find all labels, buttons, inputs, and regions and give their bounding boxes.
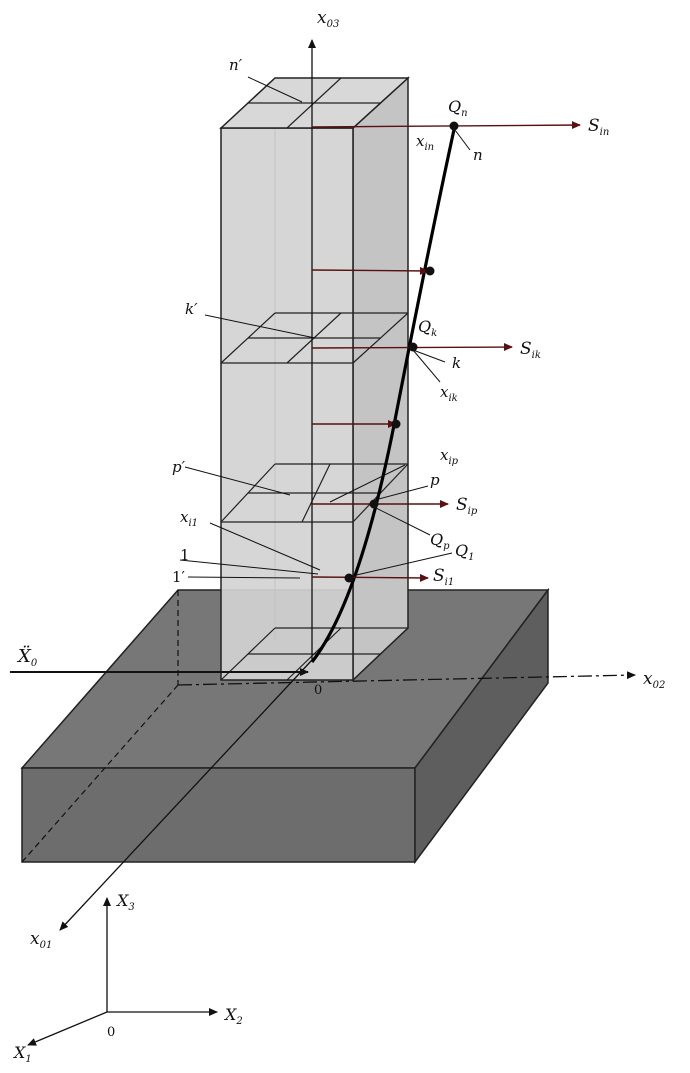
label-x01: x01 — [30, 929, 52, 951]
label-one: 1 — [180, 546, 190, 564]
global-axes — [27, 897, 218, 1046]
label-Qn: Qn — [448, 97, 468, 119]
force-mid-upper — [311, 266, 429, 275]
mass-points — [344, 121, 459, 583]
label-Sin: Sin — [588, 116, 609, 138]
X1-axis — [27, 1011, 108, 1046]
label-Q1: Q1 — [455, 541, 475, 563]
x02-axis — [177, 671, 636, 686]
label-Si1: Si1 — [433, 566, 454, 588]
label-Qp: Qp — [430, 530, 450, 552]
base-side-face — [414, 587, 549, 865]
point-mid-upper — [425, 266, 435, 276]
label-x02: x02 — [643, 669, 665, 691]
label-xi1: xi1 — [180, 508, 198, 529]
point-Qk — [408, 342, 418, 352]
force-Sin — [311, 121, 581, 130]
label-one-prime: 1′ — [172, 568, 186, 586]
label-X2: X2 — [223, 1005, 243, 1027]
force-Si1 — [311, 573, 429, 582]
label-p-prime: p′ — [172, 458, 186, 476]
label-X3: X3 — [115, 891, 135, 913]
label-origin-lower: 0 — [107, 1025, 115, 1040]
label-k: k — [452, 354, 461, 372]
labels: x03 n′ Qn xin n Sin k′ Qk k xik Sik xip … — [12, 8, 665, 1065]
label-X1: X1 — [12, 1043, 32, 1065]
point-Qp — [369, 499, 379, 509]
base-front-face — [21, 767, 416, 863]
label-p: p — [430, 471, 440, 489]
point-Q1 — [344, 573, 354, 583]
label-xik: xik — [440, 383, 458, 404]
label-xip: xip — [440, 446, 459, 467]
point-mid-lower — [391, 419, 401, 429]
tower-front-face — [220, 127, 354, 681]
local-axes — [10, 39, 636, 931]
label-Qk: Qk — [418, 317, 437, 339]
label-n-prime: n′ — [229, 56, 243, 74]
point-Qn — [449, 121, 459, 131]
label-Sip: Sip — [456, 495, 478, 517]
label-Sik: Sik — [520, 339, 541, 361]
leader-lines — [179, 76, 471, 579]
x01-axis — [59, 659, 313, 931]
label-n: n — [473, 146, 483, 164]
tower-side-face — [352, 76, 409, 682]
label-xin: xin — [416, 132, 434, 153]
tower — [219, 76, 410, 682]
label-X0-accel: Ẍ0 — [16, 644, 38, 669]
label-x03: x03 — [317, 8, 339, 30]
label-k-prime: k′ — [185, 300, 198, 318]
label-origin-base: 0 — [314, 683, 322, 698]
